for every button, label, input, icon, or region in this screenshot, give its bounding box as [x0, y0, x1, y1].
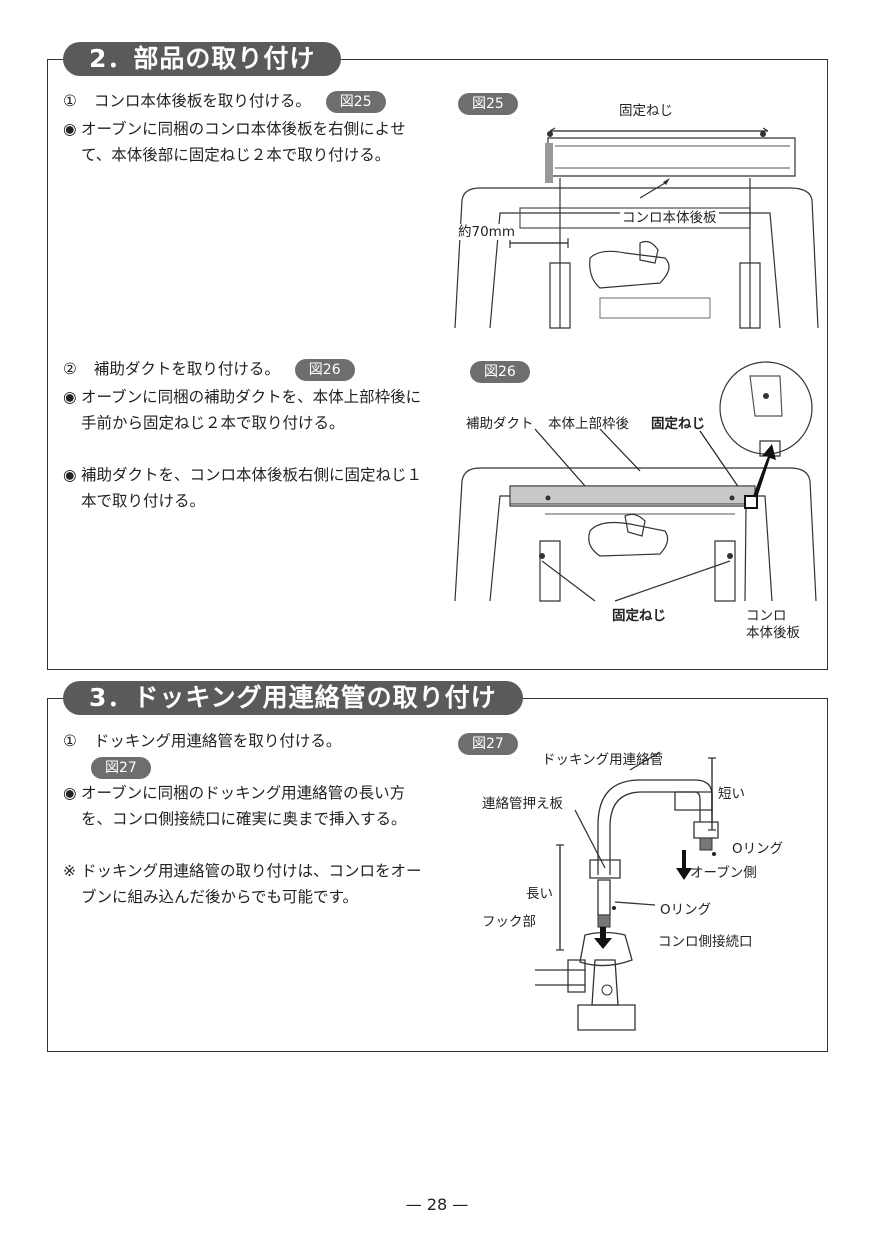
figure-27-tag: 図27 [458, 733, 518, 755]
stove-back-plate-label: コンロ本体後板 [620, 210, 719, 226]
bullet-mark: ◉ [63, 388, 77, 406]
figure-27-drawing [535, 751, 719, 1031]
bullet-text: 補助ダクトを、コンロ本体後板右側に固定ねじ１本で取り付ける。 [81, 466, 423, 510]
step-1-heading: ① コンロ本体後板を取り付ける。 図25 [63, 88, 386, 114]
bullet-mark: ◉ [63, 466, 77, 484]
step-text: 補助ダクトを取り付ける。 [93, 360, 280, 378]
hook-part-label: フック部 [482, 914, 536, 930]
short-label: 短い [718, 786, 745, 802]
figure-ref-tag[interactable]: 図27 [91, 756, 151, 779]
figure-ref-row: 図27 [91, 754, 151, 780]
step-number: ① [63, 92, 77, 110]
figure-27: 図27 ドッキング用連絡管 短い 連絡管押え板 Oリング オーブン側 長い Oリ… [450, 730, 820, 1035]
figure-26: 図26 補助ダクト 本体上部枠後 固定ねじ 固定ねじ コンロ 本体後板 [450, 356, 820, 646]
figure-25-tag: 図25 [458, 93, 518, 115]
section-3-title: 3．ドッキング用連絡管の取り付け [63, 681, 523, 715]
note-paragraph: ※ ドッキング用連絡管の取り付けは、コンロをオーブンに組み込んだ後からでも可能で… [63, 858, 423, 910]
bullet-paragraph: ◉ オーブンに同梱のドッキング用連絡管の長い方を、コンロ側接続口に確実に奥まで挿… [63, 780, 423, 832]
bullet-text: オーブンに同梱のコンロ本体後板を右側によせて、本体後部に固定ねじ２本で取り付ける… [81, 120, 406, 164]
oven-side-label: オーブン側 [690, 865, 757, 881]
bullet-text: オーブンに同梱の補助ダクトを、本体上部枠後に手前から固定ねじ２本で取り付ける。 [81, 388, 422, 432]
o-ring-top-label: Oリング [732, 841, 784, 857]
note-text: ドッキング用連絡管の取り付けは、コンロをオーブンに組み込んだ後からでも可能です。 [81, 862, 422, 906]
step-2-heading: ② 補助ダクトを取り付ける。 図26 [63, 356, 355, 382]
bullet-paragraph: ◉ オーブンに同梱のコンロ本体後板を右側によせて、本体後部に固定ねじ２本で取り付… [63, 116, 423, 168]
distance-label: 約70mm [456, 224, 517, 240]
figure-ref-tag[interactable]: 図26 [294, 358, 355, 381]
note-mark: ※ [63, 862, 76, 880]
fixing-screws-bottom-label: 固定ねじ [612, 608, 666, 624]
bullet-paragraph: ◉ オーブンに同梱の補助ダクトを、本体上部枠後に手前から固定ねじ２本で取り付ける… [63, 384, 423, 436]
bullet-mark: ◉ [63, 784, 77, 802]
section-2-box [47, 59, 828, 670]
bullet-paragraph: ◉ 補助ダクトを、コンロ本体後板右側に固定ねじ１本で取り付ける。 [63, 462, 423, 514]
section-3-box [47, 698, 828, 1052]
step-text: ドッキング用連絡管を取り付ける。 [93, 732, 342, 750]
step-number: ② [63, 360, 77, 378]
back-plate-label-line-1: コンロ [746, 608, 787, 624]
docking-pipe-label: ドッキング用連絡管 [542, 752, 664, 768]
figure-26-tag: 図26 [470, 361, 530, 383]
step-1-heading: ① ドッキング用連絡管を取り付ける。 [63, 728, 341, 754]
o-ring-bottom-label: Oリング [660, 902, 712, 918]
page-number: — 28 — [405, 1195, 469, 1214]
pipe-retainer-plate-label: 連絡管押え板 [482, 796, 563, 812]
bullet-text: オーブンに同梱のドッキング用連絡管の長い方を、コンロ側接続口に確実に奥まで挿入す… [81, 784, 407, 828]
section-2-title: 2．部品の取り付け [63, 42, 342, 76]
step-text: コンロ本体後板を取り付ける。 [93, 92, 311, 110]
upper-frame-label: 本体上部枠後 [548, 416, 629, 432]
step-number: ① [63, 732, 77, 750]
fixing-screws-label: 固定ねじ [619, 103, 673, 119]
figure-25: 図25 固定ねじ コンロ本体後板 約70mm [450, 88, 820, 333]
figure-25-drawing [454, 127, 819, 329]
figure-ref-tag[interactable]: 図25 [325, 90, 386, 113]
fixing-screw-label: 固定ねじ [651, 416, 705, 432]
figure-26-drawing [454, 361, 817, 602]
back-plate-label-line-2: 本体後板 [746, 625, 800, 641]
bullet-mark: ◉ [63, 120, 77, 138]
stove-inlet-label: コンロ側接続口 [658, 934, 753, 950]
auxiliary-duct-label: 補助ダクト [466, 416, 534, 432]
long-label: 長い [526, 886, 553, 902]
